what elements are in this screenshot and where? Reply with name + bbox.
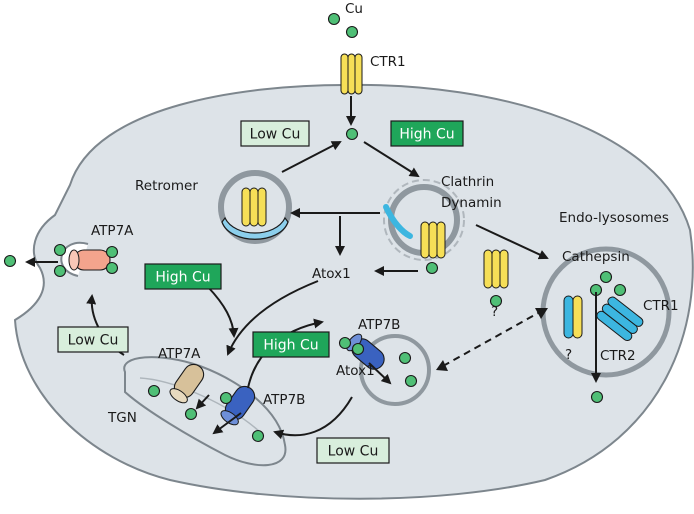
high-cu-box-lower: High Cu <box>252 331 330 358</box>
atp7b-top-label: ATP7B <box>358 317 400 333</box>
ctr1-top-transporter <box>340 53 363 95</box>
arrow-atox1-atp7a <box>226 280 319 356</box>
tgn-inner-line <box>139 377 261 433</box>
arrow-atp7b-import <box>368 362 392 385</box>
atp7a-tgn-transporter <box>169 363 205 404</box>
tgn-label: TGN <box>107 410 137 426</box>
clathrin-vesicle-outer <box>383 179 465 261</box>
arrow-atp7b-import-tgn <box>212 412 242 435</box>
dynamin-label: Dynamin <box>441 195 502 211</box>
atp7a-mid-label: ATP7A <box>158 346 201 362</box>
arrow-high-cu <box>363 141 420 178</box>
low-cu-box-left: Low Cu <box>57 326 129 353</box>
low-cu-left-text: Low Cu <box>68 333 119 349</box>
atp7a-top-label: ATP7A <box>91 223 134 239</box>
high-cu-box-top: High Cu <box>390 120 464 147</box>
question-mark-1: ? <box>491 304 498 320</box>
arrow-low-cu <box>281 141 342 173</box>
high-cu-top-text: High Cu <box>399 127 454 143</box>
arrow-to-lysosome <box>475 224 549 260</box>
clathrin-label: Clathrin <box>441 174 494 190</box>
cu-label: Cu <box>345 1 363 17</box>
atox1-lower-label: Atox1 <box>336 363 375 379</box>
high-cu-box-mid: High Cu <box>144 263 222 290</box>
ctr1-right-label: CTR1 <box>643 298 679 314</box>
low-cu-box-top: Low Cu <box>240 120 310 147</box>
clathrin-transporter <box>420 221 446 259</box>
endo-lysosomes-label: Endo-lysosomes <box>559 210 669 226</box>
high-cu-lower-text: High Cu <box>263 338 318 354</box>
ctr2-label: CTR2 <box>600 348 636 364</box>
pathway-arrows <box>25 96 601 440</box>
low-cu-bottom-text: Low Cu <box>328 444 379 460</box>
arrow-atp7a-import <box>195 394 210 410</box>
high-cu-mid-text: High Cu <box>155 270 210 286</box>
retromer-coat <box>221 216 289 240</box>
atp7b-mid-label: ATP7B <box>263 392 305 408</box>
atp7a-membrane-transporter <box>68 249 111 271</box>
arrow-high-cu-atp7a <box>207 286 239 338</box>
low-cu-box-bottom: Low Cu <box>316 437 390 464</box>
cathepsin-label: Cathepsin <box>562 249 630 265</box>
lysosome-ctr2-transporter <box>563 295 583 339</box>
lysosome-ctr1-transporter <box>596 296 644 342</box>
retromer-transporter <box>241 187 267 227</box>
arrow-low-cu-return <box>273 396 353 440</box>
ctr1-top-label: CTR1 <box>370 54 406 70</box>
retromer-label: Retromer <box>135 178 198 194</box>
atox1-center-label: Atox1 <box>312 266 351 282</box>
tgn-organelle <box>123 356 287 467</box>
low-cu-top-text: Low Cu <box>250 127 301 143</box>
dynamin-band <box>383 204 413 239</box>
dashed-exchange-arrow <box>436 308 548 371</box>
question-mark-2: ? <box>565 347 572 363</box>
free-ctr1-transporter <box>483 249 509 289</box>
